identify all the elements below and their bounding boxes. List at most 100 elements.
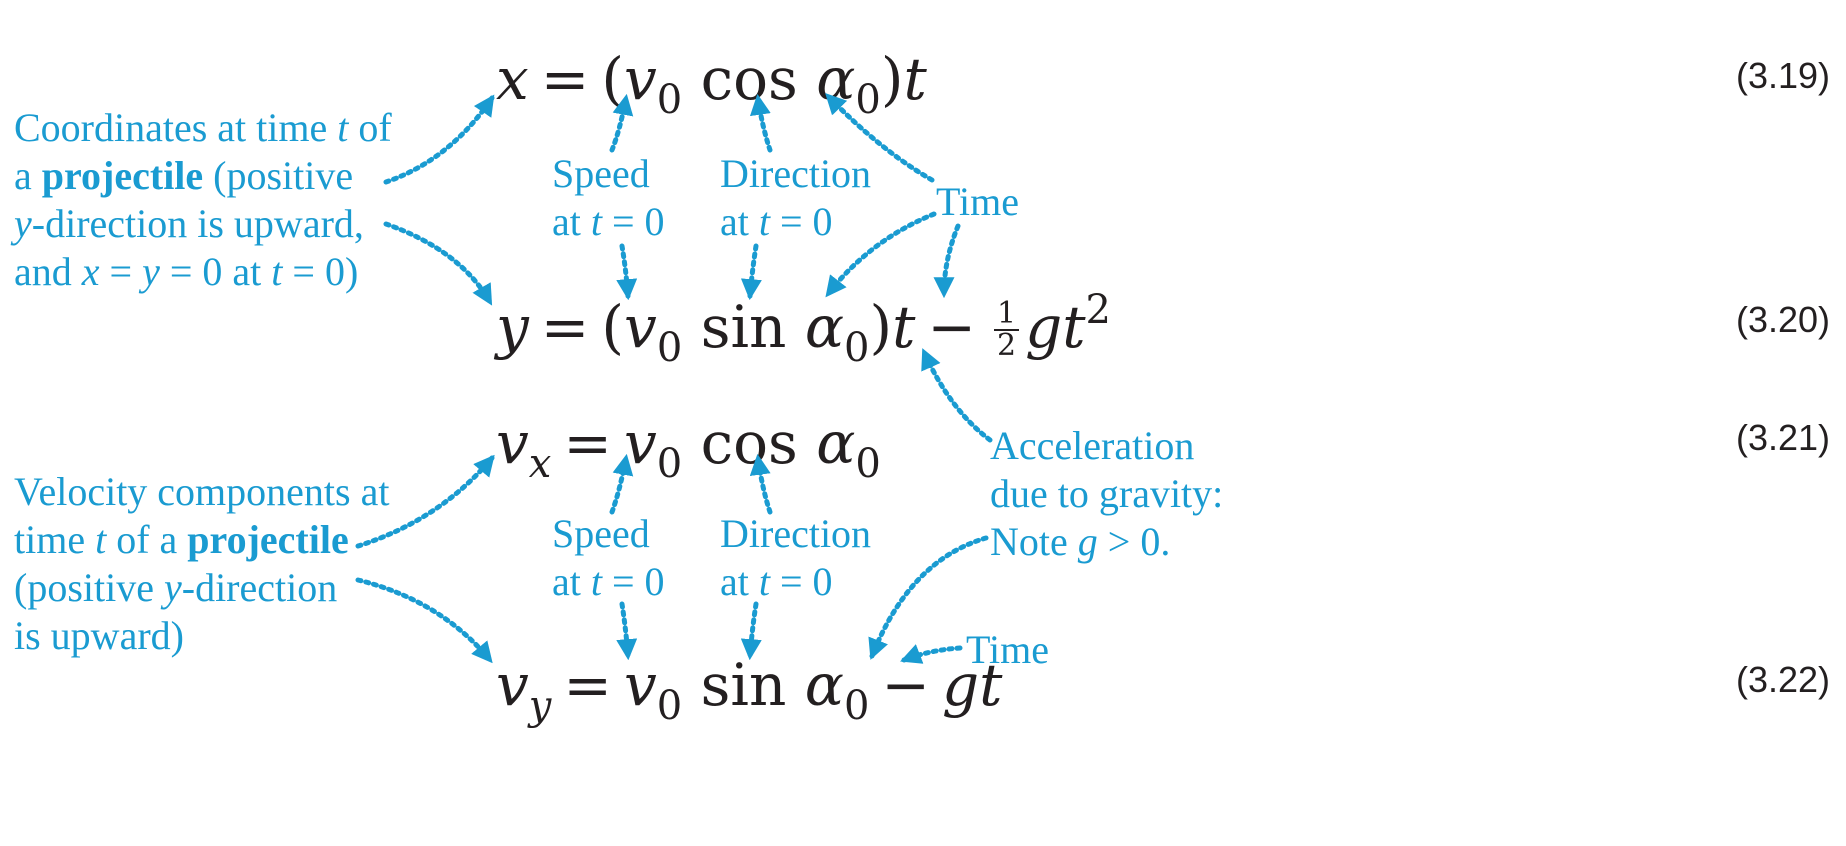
text: -direction <box>181 565 338 610</box>
eq-var: x <box>496 45 529 113</box>
annotation-direction-top: Direction at t = 0 <box>720 150 871 246</box>
text-italic: y <box>14 201 32 246</box>
text-italic: t <box>271 249 283 294</box>
eq-var: t <box>903 45 927 113</box>
arrow-speed-up-top <box>609 93 634 153</box>
annotation-line: Direction <box>720 511 872 556</box>
annotation-line: Speed <box>552 151 650 196</box>
arrow-direction-up-bottom <box>749 453 773 515</box>
text: of <box>348 105 392 150</box>
text: (positive <box>203 153 354 198</box>
eq-sub: 0 <box>656 441 683 487</box>
arrow-time-to-t-top <box>825 92 935 183</box>
annotation-time-top: Time <box>936 179 1020 224</box>
annotation-line: (positive y-direction <box>14 564 389 612</box>
arrow-time-to-t-bottom <box>900 644 963 664</box>
annotation-line: a projectile (positive <box>14 152 392 200</box>
eq-var: α <box>804 651 844 719</box>
arrow-coords-to-x <box>383 94 495 185</box>
annotation-line: Direction <box>720 151 872 196</box>
text-italic: y <box>163 565 182 610</box>
annotation-speed-top: Speed at t = 0 <box>552 150 665 246</box>
eq-var: g <box>1025 293 1063 361</box>
eq-equals: = <box>563 409 612 477</box>
text: Note <box>990 519 1078 564</box>
annotation-line: at t = 0 <box>552 198 665 246</box>
text: = 0 <box>602 199 665 244</box>
eq-var: v <box>496 409 529 477</box>
eq-var: v <box>496 651 529 719</box>
equation-3-22: vy=v0 sin α0−gt <box>496 656 1002 726</box>
annotation-line: Note g > 0. <box>990 518 1223 566</box>
annotation-line: Velocity components at <box>14 469 390 514</box>
text-bold: projectile <box>41 153 204 198</box>
annotation-line: due to gravity: <box>990 471 1224 516</box>
arrow-note-to-g <box>868 535 989 660</box>
text: = 0 at <box>159 249 272 294</box>
arrow-speed-up-bottom <box>609 453 634 515</box>
text-italic: t <box>758 199 770 244</box>
eq-var: y <box>496 293 529 361</box>
eq-paren: ) <box>880 45 904 113</box>
annotation-time-bottom: Time <box>966 627 1050 672</box>
eq-equals: = <box>540 45 590 113</box>
equation-number-3-21: (3.21) <box>1736 417 1831 458</box>
eq-sub: 0 <box>656 325 683 371</box>
text: = <box>99 249 143 294</box>
eq-var: g <box>942 651 980 719</box>
equation-number-3-22: (3.22) <box>1736 659 1831 700</box>
text: time <box>14 517 96 562</box>
annotation-line: time t of a projectile <box>14 516 389 564</box>
eq-paren: ) <box>869 293 893 361</box>
text: = 0 <box>602 559 665 604</box>
equation-number-3-19: (3.19) <box>1736 55 1831 96</box>
eq-equals: = <box>563 651 612 719</box>
frac-denominator: 2 <box>997 328 1017 363</box>
annotation-line: Acceleration <box>990 423 1195 468</box>
text: at <box>552 199 591 244</box>
text: at <box>720 559 759 604</box>
text: = 0) <box>282 249 359 294</box>
annotation-line: Speed <box>552 511 650 556</box>
text-italic: x <box>81 249 100 294</box>
text: = 0 <box>770 199 833 244</box>
eq-func: sin <box>700 651 787 719</box>
equation-3-19: x=(v0 cos α0)t <box>496 50 927 120</box>
equation-3-21: vx=v0 cos α0 <box>496 414 881 484</box>
eq-paren: ( <box>601 293 625 361</box>
text: -direction is upward, <box>31 201 364 246</box>
eq-sub: 0 <box>843 683 870 729</box>
eq-func: sin <box>700 293 787 361</box>
text-italic: y <box>142 249 160 294</box>
annotation-line: at t = 0 <box>720 198 871 246</box>
annotation-acceleration: Acceleration due to gravity: Note g > 0. <box>990 422 1223 566</box>
eq-var: α <box>804 293 844 361</box>
eq-sub: 0 <box>855 441 881 487</box>
eq-minus: − <box>881 651 931 719</box>
equation-number-3-20: (3.20) <box>1736 299 1831 340</box>
text-italic: t <box>758 559 770 604</box>
text: Coordinates at time <box>14 105 338 150</box>
text: (positive <box>14 565 164 610</box>
text-italic: t <box>95 517 107 562</box>
arrow-time-to-t-mid2 <box>933 223 961 299</box>
eq-func: cos <box>700 45 798 113</box>
text: and <box>14 249 82 294</box>
eq-sub: y <box>528 683 552 729</box>
arrow-time-to-t-mid <box>825 211 937 298</box>
annotation-line: is upward) <box>14 613 184 658</box>
eq-var: α <box>816 409 856 477</box>
arrow-coords-to-y <box>383 221 493 306</box>
text: a <box>14 153 42 198</box>
annotation-speed-bottom: Speed at t = 0 <box>552 510 665 606</box>
text: of a <box>106 517 188 562</box>
text: at <box>552 559 591 604</box>
eq-sub: x <box>528 441 552 487</box>
text-italic: t <box>590 559 602 604</box>
text: at <box>720 199 759 244</box>
annotation-line: Coordinates at time t of <box>14 104 392 152</box>
arrow-direction-down-bottom <box>740 601 762 661</box>
